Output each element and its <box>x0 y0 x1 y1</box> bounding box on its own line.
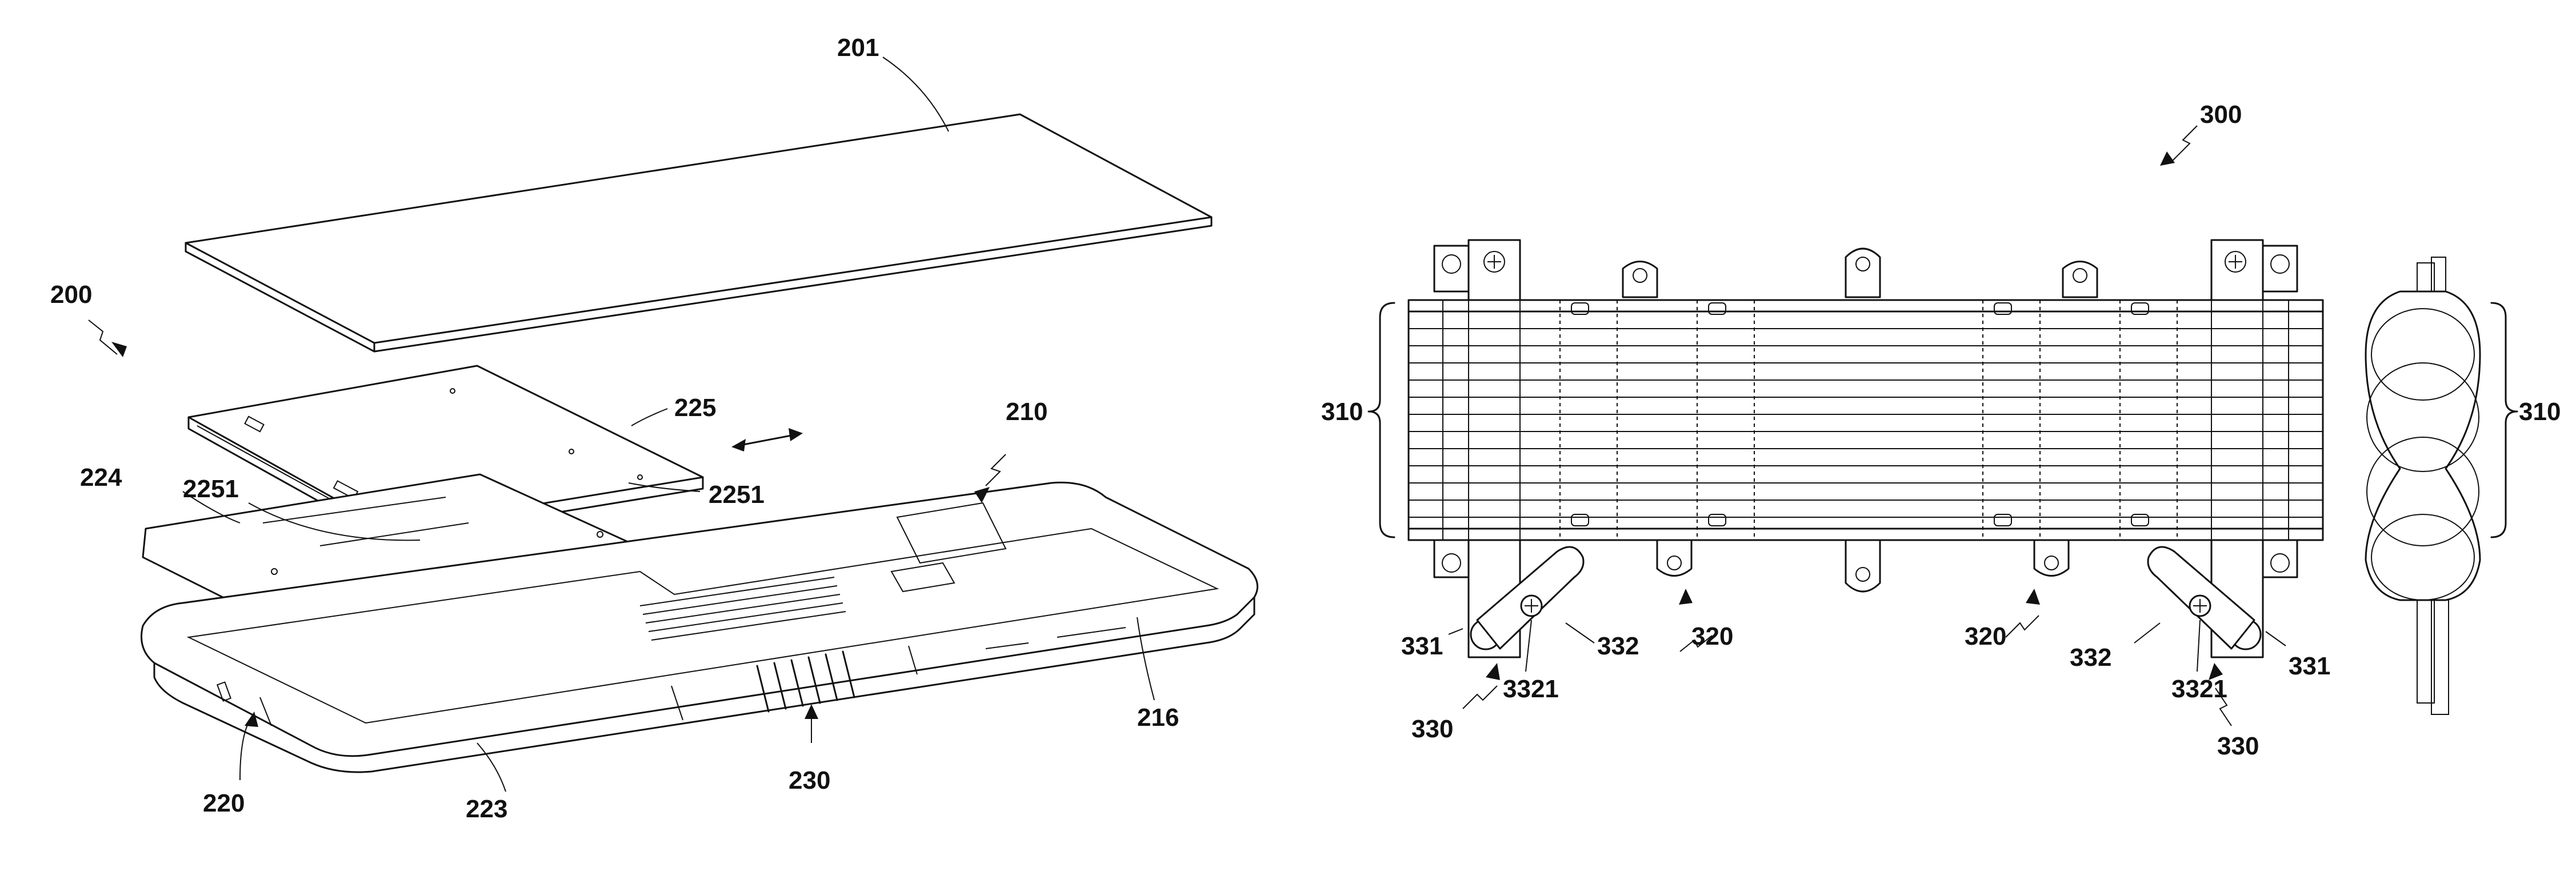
label-2251-right: 2251 <box>709 481 765 509</box>
label-300: 300 <box>2200 101 2242 129</box>
label-331-left: 331 <box>1401 632 1443 660</box>
exploded-device-view <box>89 57 1258 792</box>
hinge-side-view <box>2366 257 2480 714</box>
hinge-body-310 <box>1409 300 2323 540</box>
label-200: 200 <box>50 281 92 309</box>
label-230: 230 <box>789 766 830 794</box>
label-224: 224 <box>80 464 122 492</box>
label-220: 220 <box>203 789 245 817</box>
top-lugs <box>1434 240 2297 303</box>
label-310-right: 310 <box>2519 398 2561 426</box>
bottom-brackets-330 <box>1434 540 2297 657</box>
label-201: 201 <box>837 34 879 62</box>
label-331-right: 331 <box>2289 652 2330 680</box>
label-320-left: 320 <box>1691 622 1733 650</box>
label-3321-right: 3321 <box>2171 675 2227 703</box>
label-225: 225 <box>674 394 716 422</box>
hinge-assembly-view <box>1369 126 2517 726</box>
label-3321-left: 3321 <box>1503 675 1559 703</box>
label-310-left: 310 <box>1321 398 1363 426</box>
label-210: 210 <box>1006 398 1047 426</box>
display-plate-201 <box>186 114 1211 351</box>
label-216: 216 <box>1137 704 1179 732</box>
label-2251-left: 2251 <box>183 475 239 503</box>
label-320-right: 320 <box>1965 622 2006 650</box>
label-330-left: 330 <box>1411 715 1453 743</box>
label-223: 223 <box>466 795 507 823</box>
slide-direction-arrow <box>731 428 803 452</box>
label-330-right: 330 <box>2217 732 2259 760</box>
label-332-left: 332 <box>1597 632 1639 660</box>
label-332-right: 332 <box>2070 644 2111 672</box>
